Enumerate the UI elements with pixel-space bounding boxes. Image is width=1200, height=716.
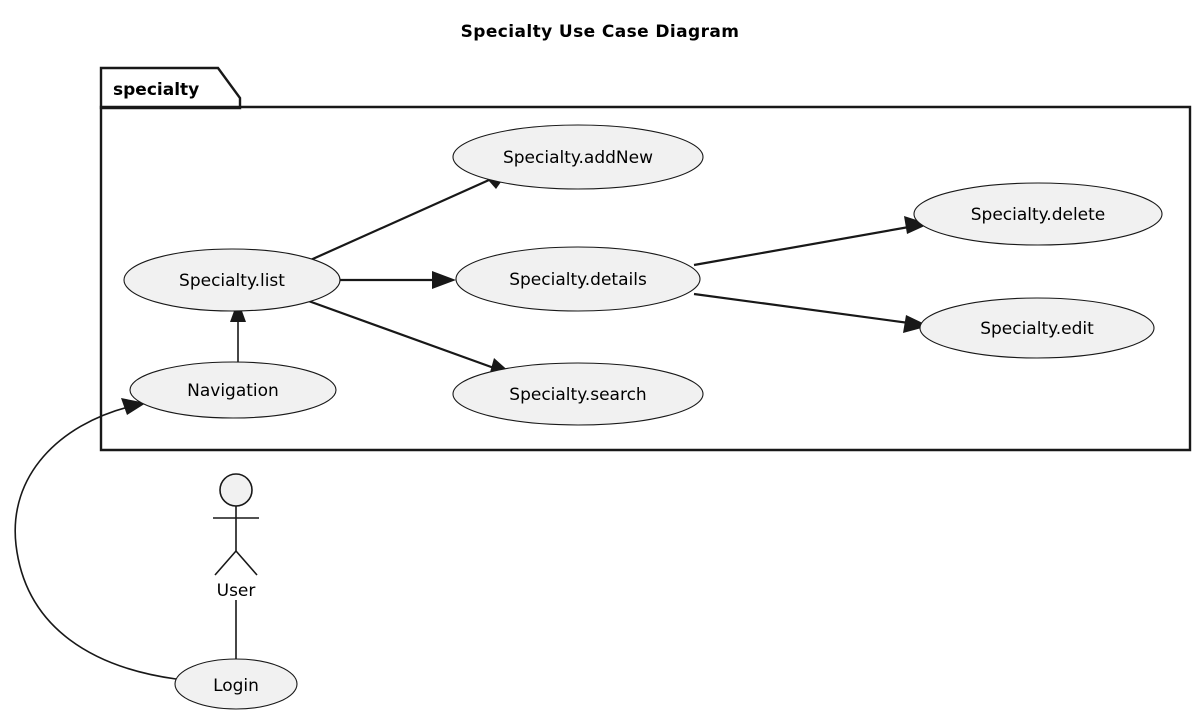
relationship-layer (14, 172, 929, 680)
use-case-specialty-edit[interactable]: Specialty.edit (919, 297, 1155, 359)
use-case-specialty-edit-label: Specialty.edit (980, 319, 1094, 339)
use-case-specialty-list-label: Specialty.list (179, 271, 285, 291)
use-case-specialty-list[interactable]: Specialty.list (123, 248, 341, 312)
link-login-to-navigation-curve (14, 406, 177, 680)
stick-figure-actor-icon (213, 473, 259, 576)
package-specialty: specialty (99, 66, 1192, 452)
link-list-to-addnew (305, 172, 508, 264)
link-details-to-delete (693, 216, 929, 267)
package-label: specialty (113, 80, 199, 100)
use-case-login-label: Login (213, 676, 259, 696)
actor-leg-right (235, 550, 258, 576)
use-case-specialty-details-label: Specialty.details (509, 270, 647, 290)
link-list-to-search (302, 297, 513, 376)
link-list-to-details (340, 271, 456, 289)
actor-head (219, 473, 253, 507)
package-body-shape (99, 105, 1192, 452)
use-case-login-shape[interactable] (174, 658, 298, 710)
package-tab-shape (99, 66, 242, 110)
use-case-specialty-addnew-label: Specialty.addNew (503, 148, 653, 168)
link-details-to-delete-line (693, 225, 910, 267)
use-case-specialty-list-shape[interactable] (123, 248, 341, 312)
use-case-specialty-details-shape[interactable] (455, 246, 701, 312)
use-case-specialty-search-shape[interactable] (452, 362, 704, 426)
link-list-to-search-line (302, 297, 495, 370)
use-case-specialty-details[interactable]: Specialty.details (455, 246, 701, 312)
link-list-to-details-arrowhead (432, 271, 456, 289)
use-case-specialty-edit-shape[interactable] (919, 297, 1155, 359)
use-case-specialty-search[interactable]: Specialty.search (452, 362, 704, 426)
use-case-specialty-addnew[interactable]: Specialty.addNew (452, 124, 704, 190)
actor-user[interactable]: User (213, 473, 259, 601)
link-login-to-navigation (14, 398, 177, 680)
use-case-specialty-delete[interactable]: Specialty.delete (913, 182, 1163, 246)
link-list-to-addnew-line (305, 178, 490, 264)
use-case-navigation-label: Navigation (187, 381, 279, 401)
use-case-specialty-search-label: Specialty.search (509, 385, 646, 405)
use-case-specialty-addnew-shape[interactable] (452, 124, 704, 190)
actor-user-label: User (217, 581, 256, 601)
use-case-nodes: Specialty.addNew Specialty.list Specialt… (123, 124, 1163, 710)
link-details-to-edit (693, 292, 929, 333)
diagram-title: Specialty Use Case Diagram (461, 22, 740, 42)
link-details-to-delete-arrowhead (904, 216, 929, 234)
use-case-login[interactable]: Login (174, 658, 298, 710)
link-details-to-edit-line (693, 292, 910, 325)
link-details-to-edit-arrowhead (903, 315, 929, 333)
use-case-specialty-delete-label: Specialty.delete (971, 205, 1106, 225)
actor-leg-left (214, 550, 237, 576)
use-case-navigation-shape[interactable] (129, 361, 337, 419)
use-case-navigation[interactable]: Navigation (129, 361, 337, 419)
use-case-specialty-delete-shape[interactable] (913, 182, 1163, 246)
